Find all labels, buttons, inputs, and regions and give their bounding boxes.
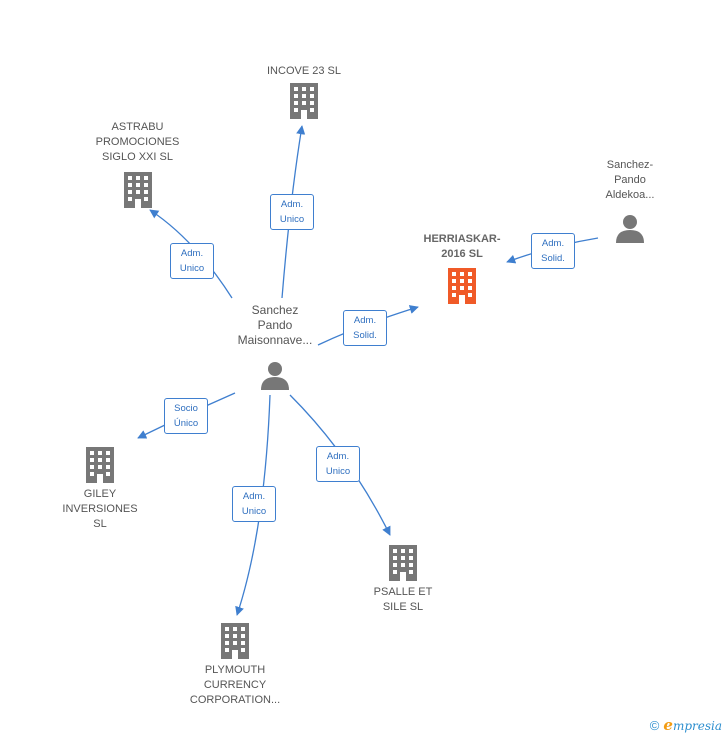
node-herriaskar[interactable]: HERRIASKAR- 2016 SL xyxy=(402,232,522,304)
node-sanchez-aldekoa[interactable]: Sanchez- Pando Aldekoa... xyxy=(580,158,680,243)
building-icon xyxy=(448,268,476,304)
node-psalle-label: PSALLE ET SILE SL xyxy=(373,586,433,613)
node-giley-label: GILEY INVERSIONES SL xyxy=(62,488,138,530)
edge-label-astrabu: Adm. Unico xyxy=(170,243,214,279)
person-icon xyxy=(261,362,289,390)
building-icon xyxy=(389,545,417,581)
edge-label-herriaskar-aldekoa: Adm. Solid. xyxy=(531,233,575,269)
edge-label-herriaskar-main: Adm. Solid. xyxy=(343,310,387,346)
node-plymouth[interactable]: PLYMOUTH CURRENCY CORPORATION... xyxy=(170,623,300,708)
node-psalle[interactable]: PSALLE ET SILE SL xyxy=(344,545,462,615)
node-sanchez-maisonnave-label: Sanchez Pando Maisonnave... xyxy=(237,303,313,347)
building-icon xyxy=(290,83,318,119)
node-astrabu-label: ASTRABU PROMOCIONES SIGLO XXI SL xyxy=(95,121,180,163)
building-icon xyxy=(221,623,249,659)
node-plymouth-label: PLYMOUTH CURRENCY CORPORATION... xyxy=(189,664,281,706)
edge-lines xyxy=(137,125,599,616)
edge-label-incove: Adm. Unico xyxy=(270,194,314,230)
node-incove-label: INCOVE 23 SL xyxy=(267,65,341,77)
building-icon xyxy=(123,172,152,208)
node-sanchez-maisonnave[interactable]: Sanchez Pando Maisonnave... xyxy=(220,303,330,390)
node-sanchez-aldekoa-label: Sanchez- Pando Aldekoa... xyxy=(605,159,655,201)
copyright-symbol: © xyxy=(649,718,660,733)
edge-label-giley: Socio Único xyxy=(164,398,208,434)
brand-logo: empresia xyxy=(663,716,722,734)
node-astrabu[interactable]: ASTRABU PROMOCIONES SIGLO XXI SL xyxy=(80,120,195,208)
person-icon xyxy=(616,215,644,243)
node-herriaskar-label: HERRIASKAR- 2016 SL xyxy=(423,233,501,260)
building-icon xyxy=(86,447,114,483)
node-giley[interactable]: GILEY INVERSIONES SL xyxy=(50,447,150,532)
node-incove[interactable]: INCOVE 23 SL xyxy=(244,64,364,119)
edge-label-psalle: Adm. Unico xyxy=(316,446,360,482)
edge-label-plymouth: Adm. Unico xyxy=(232,486,276,522)
empresia-watermark: ©empresia xyxy=(650,716,722,734)
